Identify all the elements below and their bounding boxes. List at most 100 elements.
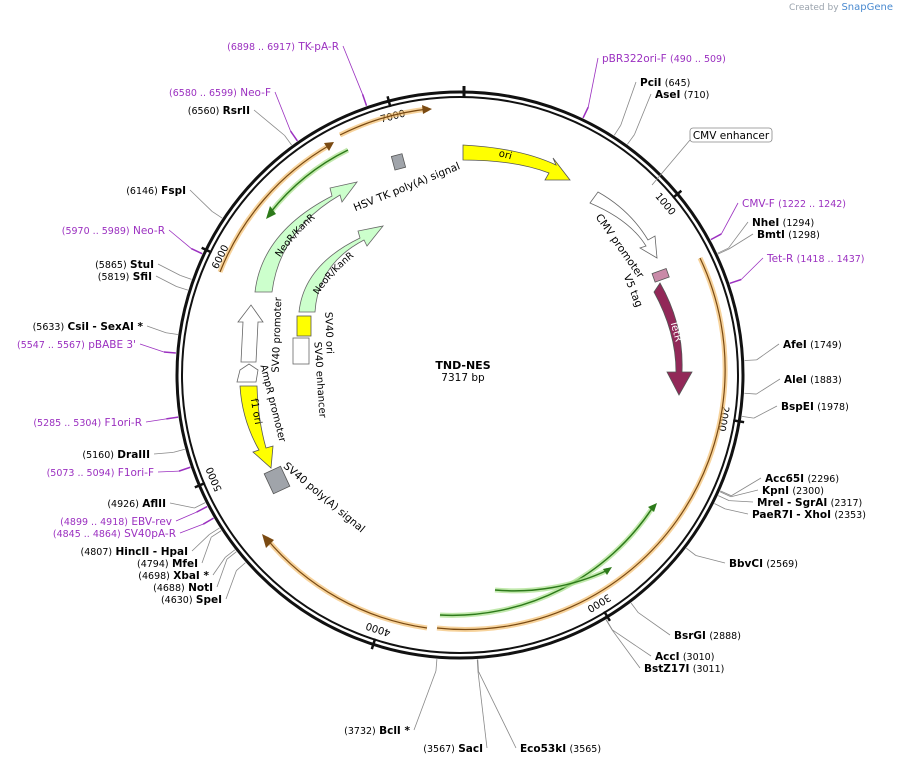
enzyme-label[interactable]: (5819) SfiI: [98, 271, 152, 283]
enzyme-site-mark: [173, 448, 185, 453]
primer-label[interactable]: (5073 .. 5094) F1ori-F: [47, 467, 154, 479]
enzyme-label[interactable]: (4688) NotI: [153, 582, 213, 594]
primer-label[interactable]: (6898 .. 6917) TK-pA-R: [227, 41, 339, 53]
enzyme-label[interactable]: AfeI (1749): [783, 339, 842, 351]
enzyme-name: AseI: [655, 89, 680, 101]
orf-arcs: [217, 105, 728, 633]
enzyme-label[interactable]: (4807) HincII - HpaI: [81, 546, 189, 558]
enzyme-label[interactable]: (4926) AflII: [107, 498, 166, 510]
tick-mark: [603, 610, 611, 622]
feature-hsv-tk-polya[interactable]: [390, 153, 407, 171]
enzyme-extra: - XhoI: [796, 509, 831, 521]
feature-sv40-enhancer[interactable]: [292, 337, 310, 365]
enzyme-label[interactable]: BstZ17I (3011): [644, 663, 724, 675]
enzyme-site-mark: [165, 332, 178, 335]
enzyme-label[interactable]: BmtI (1298): [757, 229, 820, 241]
enzyme-label[interactable]: AleI (1883): [784, 374, 842, 386]
enzyme-label[interactable]: (5865) StuI: [95, 259, 154, 271]
primer-label[interactable]: (4845 .. 4864) SV40pA-R: [53, 528, 176, 540]
primer-label[interactable]: (5547 .. 5567) pBABE 3': [17, 339, 136, 351]
feature-tetr-arrow[interactable]: [653, 282, 693, 396]
enzyme-label[interactable]: Acc65I (2296): [765, 473, 839, 485]
enzyme-label[interactable]: (4630) SpeI: [161, 594, 222, 606]
enzyme-label[interactable]: (5160) DraIII: [82, 449, 150, 461]
enzyme-label[interactable]: (3567) SacI: [423, 743, 483, 755]
enzyme-leader-line: [155, 275, 177, 287]
enzyme-name: BsrGI: [674, 630, 706, 642]
feature-f1-ori-arrow[interactable]: [239, 385, 274, 469]
feature-neor-arrow-2[interactable]: [298, 225, 384, 313]
enzyme-label[interactable]: (5633) CsiI - SexAI *: [33, 321, 144, 333]
enzyme-label[interactable]: MreI - SgrAI (2317): [757, 497, 862, 509]
enzyme-leader-line: [201, 537, 212, 564]
enzyme-label[interactable]: PaeR7I - XhoI (2353): [752, 509, 866, 521]
enzyme-label[interactable]: AseI (710): [655, 89, 709, 101]
enzyme-site-mark: [209, 527, 220, 535]
primer-range: (5073 .. 5094): [47, 468, 115, 479]
enzyme-label[interactable]: BbvCI (2569): [729, 558, 798, 570]
enzyme-leader-line: [728, 221, 749, 249]
enzyme-label[interactable]: (4698) XbaI *: [138, 570, 209, 582]
enzyme-name: MfeI: [172, 558, 198, 570]
primer-range: (5970 .. 5989): [62, 226, 130, 237]
feature-sv40-ori[interactable]: [296, 315, 312, 337]
enzyme-name: NotI: [188, 582, 213, 594]
enzyme-name: AfeI: [783, 339, 807, 351]
enzyme-site-mark: [194, 502, 206, 509]
primer-label[interactable]: (5285 .. 5304) F1ori-R: [33, 417, 142, 429]
enzyme-label[interactable]: (4794) MfeI: [137, 558, 198, 570]
feature-label-sv40-enhancer: SV40 enhancer: [311, 341, 327, 419]
enzyme-label[interactable]: Eco53kI (3565): [520, 743, 601, 755]
primer-leader-line: [175, 511, 197, 522]
feature-ampr-promoter-arrow[interactable]: [236, 363, 259, 383]
feature-ori-arrow[interactable]: [462, 144, 571, 181]
enzyme-label[interactable]: (6146) FspI: [126, 185, 186, 197]
tick-mark: [201, 246, 213, 254]
feature-sv40-polya[interactable]: [263, 465, 291, 495]
enzyme-label[interactable]: AccI (3010): [655, 651, 714, 663]
feature-sv40-promoter-arrow[interactable]: [237, 304, 264, 363]
primer-range: (5547 .. 5567): [17, 340, 85, 351]
feature-label-cmv-promoter: CMV promoter: [593, 212, 647, 281]
primer-label[interactable]: (6580 .. 6599) Neo-F: [169, 87, 271, 99]
primer-label[interactable]: (5970 .. 5989) Neo-R: [62, 225, 165, 237]
enzyme-site-mark: [714, 503, 726, 510]
enzyme-pos: (1749): [810, 340, 842, 351]
enzyme-label[interactable]: (3732) BclI *: [344, 725, 410, 737]
enzyme-leader-line: [620, 81, 637, 126]
enzyme-site-mark: [717, 248, 730, 255]
primer-label[interactable]: Tet-R (1418 .. 1437): [766, 253, 865, 265]
enzyme-site-mark: [744, 392, 757, 395]
primer-label[interactable]: (4899 .. 4918) EBV-rev: [60, 516, 172, 528]
primer-range: (4899 .. 4918): [60, 517, 128, 528]
enzyme-label[interactable]: PciI (645): [640, 77, 690, 89]
enzyme-extra: - HpaI: [153, 546, 188, 558]
primer-site-mark: [166, 416, 179, 420]
primer-label[interactable]: pBR322ori-F (490 .. 509): [602, 53, 726, 65]
primer-leader-line: [740, 257, 764, 280]
green-arrowhead-bottom2: [603, 567, 612, 575]
primer-site-mark: [196, 505, 208, 513]
snapgene-logo: SnapGene: [841, 2, 893, 13]
enzyme-name: PaeR7I: [752, 509, 793, 521]
enzyme-name: RsrII: [223, 105, 250, 117]
enzyme-site-mark: [720, 490, 732, 497]
feature-v5-tag[interactable]: [651, 267, 670, 283]
enzyme-label[interactable]: BsrGI (2888): [674, 630, 741, 642]
enzyme-leader-line: [216, 559, 228, 588]
enzyme-pos: (4688): [153, 583, 185, 594]
enzyme-label[interactable]: NheI (1294): [752, 217, 814, 229]
plasmid-size: 7317 bp: [441, 372, 485, 384]
enzyme-pos: (2296): [807, 474, 839, 485]
enzyme-pos: (645): [665, 78, 691, 89]
enzyme-label[interactable]: KpnI (2300): [762, 485, 824, 497]
enzyme-pos: (2300): [792, 486, 824, 497]
enzyme-pos: (1294): [783, 218, 815, 229]
enzyme-leader-line: [191, 534, 210, 552]
enzyme-label[interactable]: BspEI (1978): [781, 401, 849, 413]
feature-neor-arrow-1[interactable]: [254, 181, 358, 293]
primer-label[interactable]: CMV-F (1222 .. 1242): [742, 198, 846, 210]
backbone-outer: [175, 90, 745, 660]
enzyme-label[interactable]: (6560) RsrII: [188, 105, 250, 117]
feature-cmv-arrow[interactable]: [589, 191, 658, 259]
